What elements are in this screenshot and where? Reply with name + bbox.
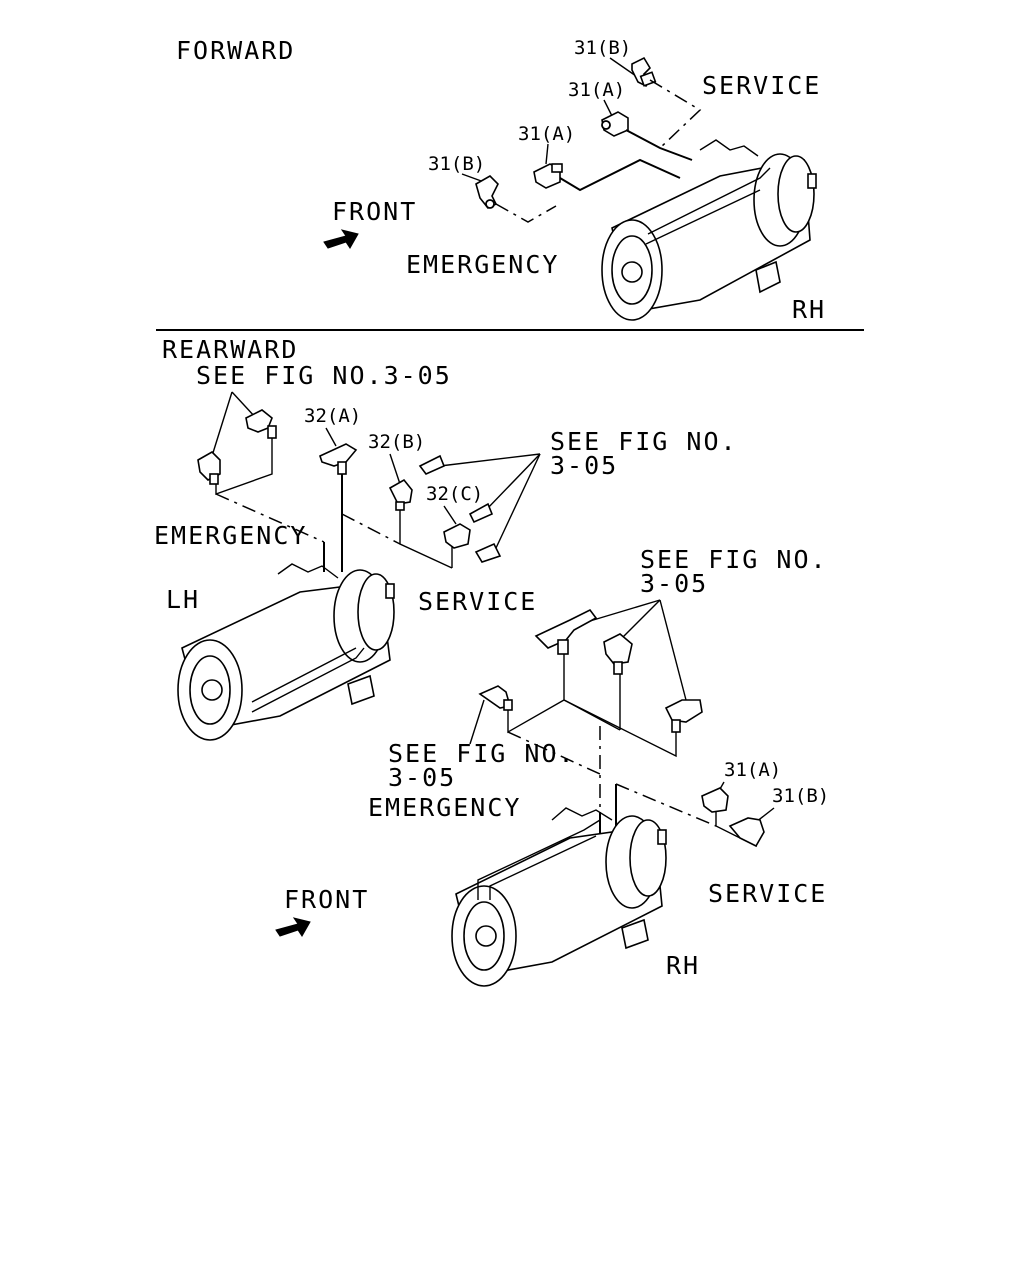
- label-32b: 32(B): [368, 431, 425, 453]
- leader-see-fig-3c: [659, 599, 687, 701]
- front-arrow-icon: [323, 229, 359, 249]
- straight-connector-icon: [478, 685, 513, 711]
- leader-see-fig-3b: [619, 599, 661, 641]
- label-31a-mid: 31(A): [518, 123, 575, 145]
- front-arrow-icon: [275, 917, 311, 937]
- pipe-service-2: [399, 510, 453, 569]
- label-emergency-1: EMERGENCY: [154, 521, 307, 550]
- label-see-fig-4a: SEE FIG NO.: [388, 739, 576, 768]
- straight-connector-icon: [474, 542, 502, 563]
- elbow-fitting-icon: [245, 409, 277, 439]
- leader-see-fig-2a: [439, 453, 541, 467]
- label-service: SERVICE: [702, 71, 821, 100]
- tee-fitting-icon: [319, 443, 358, 475]
- label-31a-top: 31(A): [568, 79, 625, 101]
- label-rh: RH: [792, 295, 826, 324]
- leader-32c: [443, 505, 457, 525]
- label-31b-left: 31(B): [428, 153, 485, 175]
- pipe-emergency-dash: [495, 203, 557, 223]
- label-lh: LH: [166, 585, 200, 614]
- elbow-fitting-icon: [388, 478, 413, 511]
- leader-31a-top: [603, 99, 613, 117]
- leader-see-fig-1a: [211, 391, 233, 457]
- pipe-emergency-dash-1: [215, 493, 325, 543]
- elbow-fitting-icon: [475, 175, 499, 210]
- label-31b: 31(B): [772, 785, 829, 807]
- leader-31a-mid: [545, 143, 549, 165]
- pipe-lower-1: [563, 654, 621, 731]
- tee-fitting-icon: [601, 111, 629, 137]
- pipe-service-dash-2: [615, 783, 717, 827]
- leader-see-fig-1b: [231, 391, 257, 419]
- label-service-1: SERVICE: [418, 587, 537, 616]
- forward-section: FORWARD 31(B) 31(A) 31(A) 31(B) SERVICE …: [156, 36, 864, 331]
- label-emergency: EMERGENCY: [406, 250, 559, 279]
- elbow-fitting-icon: [728, 817, 765, 848]
- elbow-fitting-icon: [664, 699, 703, 733]
- tee-fitting-icon: [701, 787, 729, 813]
- brake-chamber-icon: [601, 139, 817, 321]
- rearward-title: REARWARD: [162, 335, 298, 364]
- label-see-fig-3b: 3-05: [640, 569, 708, 598]
- forward-title: FORWARD: [176, 36, 295, 65]
- leader-see-fig-2c: [495, 453, 541, 549]
- label-rh-2: RH: [666, 951, 700, 980]
- brake-chamber-icon: [451, 807, 667, 987]
- leader-see-fig-4: [469, 699, 485, 745]
- tee-fitting-icon: [533, 163, 563, 189]
- leader-31b-top: [609, 57, 637, 77]
- label-front: FRONT: [332, 197, 417, 226]
- pipe-service: [625, 129, 693, 161]
- label-see-fig-3a: SEE FIG NO.: [640, 545, 828, 574]
- label-see-fig-1: SEE FIG NO.3-05: [196, 361, 452, 390]
- pipe-emergency-dash-2: [507, 731, 601, 775]
- leader-32b: [389, 453, 401, 485]
- pipe-lower-4: [563, 699, 677, 758]
- elbow-fitting-icon: [197, 451, 221, 485]
- pipe-emergency: [559, 158, 681, 192]
- label-see-fig-2a: SEE FIG NO.: [550, 427, 738, 456]
- label-31b-top: 31(B): [574, 37, 631, 59]
- pipe-lower-3: [507, 699, 565, 734]
- straight-connector-icon: [468, 502, 494, 524]
- pipe-service-dash-1: [341, 513, 401, 545]
- pipe-service-dash: [649, 79, 702, 149]
- leader-see-fig-2b: [485, 453, 541, 511]
- straight-connector-icon: [418, 454, 446, 475]
- tee-fitting-icon: [443, 523, 471, 549]
- label-emergency-2: EMERGENCY: [368, 793, 521, 822]
- label-service-2: SERVICE: [708, 879, 827, 908]
- pipe-upper-a: [215, 438, 273, 495]
- label-front-2: FRONT: [284, 885, 369, 914]
- label-32c: 32(C): [426, 483, 483, 505]
- label-32a: 32(A): [304, 405, 361, 427]
- label-31a: 31(A): [724, 759, 781, 781]
- elbow-fitting-icon: [603, 633, 633, 675]
- label-see-fig-2b: 3-05: [550, 451, 618, 480]
- leader-32a: [325, 427, 337, 447]
- label-see-fig-4b: 3-05: [388, 763, 456, 792]
- tee-fitting-icon: [534, 608, 598, 655]
- brake-chamber-icon: [177, 563, 395, 741]
- rearward-section: REARWARD SEE FIG NO.3-05 32(A) 32(B) SEE…: [154, 335, 829, 987]
